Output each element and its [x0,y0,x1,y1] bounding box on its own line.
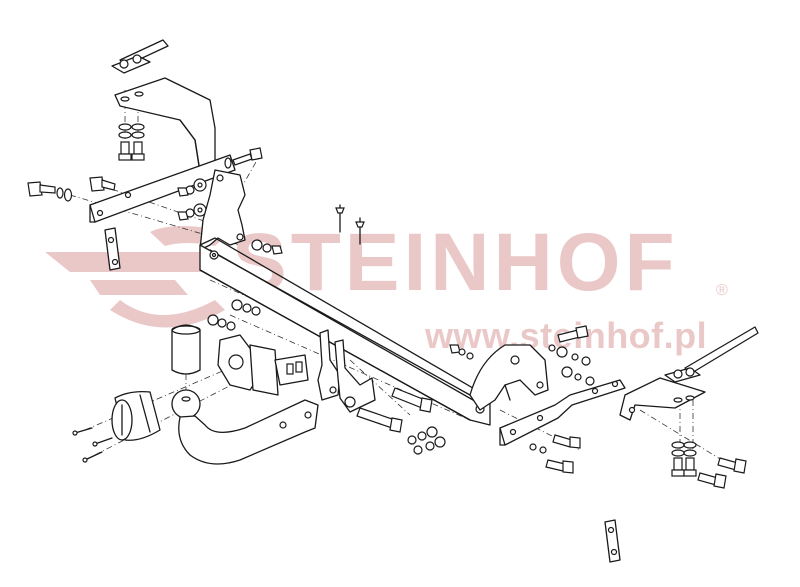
crossbeam-clips [335,204,365,245]
right-upper-bolts [671,441,747,489]
right-counter-plate [604,519,621,563]
right-side-plate-bolts [529,434,581,474]
ball-cover-cap [171,324,201,375]
left-bracket-washers [177,178,207,221]
watermark-registered-mark: ® [716,282,728,299]
left-counter-plate [104,227,121,271]
socket-mounting-plate [217,334,309,396]
left-hanger-bracket [199,169,246,251]
left-upper-bolts [118,123,145,161]
right-bracket-nuts [449,325,595,386]
crossbeam-left-nuts [207,239,283,331]
left-side-bolts [27,147,263,202]
left-side-plate [89,154,236,223]
main-crossbeam [199,237,491,426]
tow-ball-neck [171,389,319,465]
watermark-brand: STEINHOF [232,217,679,308]
left-upper-bracket [111,39,216,173]
right-upper-bracket [619,326,759,421]
socket-screws [72,427,113,463]
right-side-bracket [469,344,549,411]
center-bolts [356,387,446,455]
right-side-plate [499,379,626,446]
center-receiver-bracket [317,329,376,413]
electrical-socket [111,390,161,441]
